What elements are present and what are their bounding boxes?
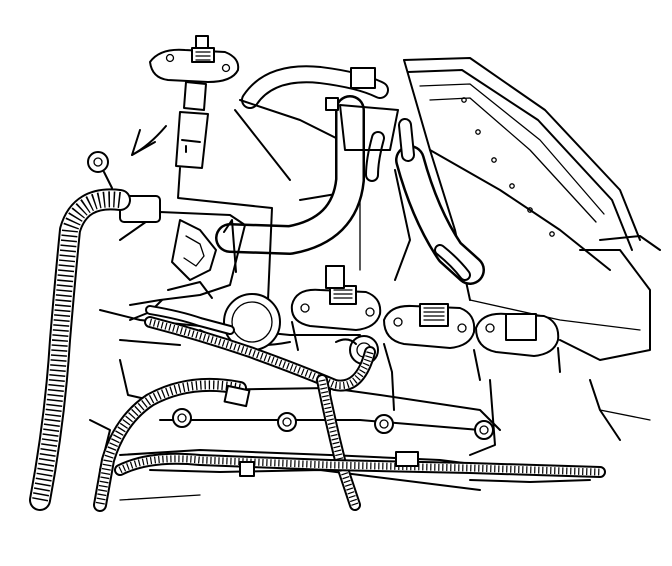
engine-block <box>89 293 591 501</box>
callout-leader <box>177 167 273 301</box>
removed-coil <box>131 35 240 169</box>
coil-bracket <box>119 211 246 321</box>
body-panel <box>403 57 661 441</box>
wire-harness-conduits <box>29 188 606 512</box>
installed-coils <box>290 265 561 411</box>
